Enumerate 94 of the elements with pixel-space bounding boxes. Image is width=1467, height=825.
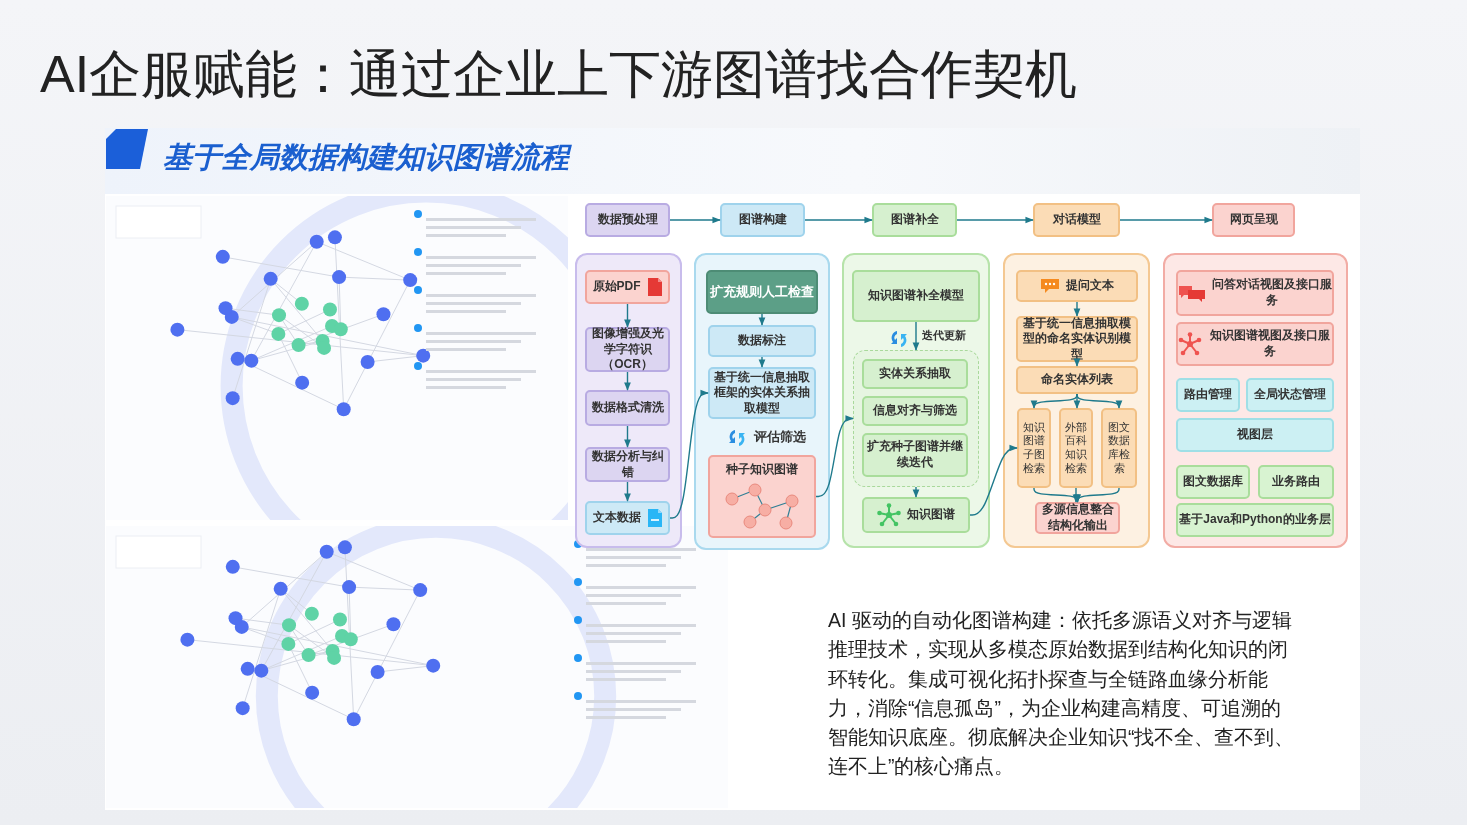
process-box — [706, 270, 818, 314]
process-box — [852, 270, 980, 322]
box-label: 基于Java和Python的业务层 — [1179, 512, 1331, 528]
process-box — [1017, 408, 1051, 488]
arrow — [1119, 216, 1213, 224]
box-label: 提问文本 — [1066, 278, 1114, 294]
box-label: 外部百科知识检索 — [1064, 420, 1088, 476]
box-label: 多源信息整合结构化输出 — [1040, 502, 1115, 534]
process-box — [1176, 465, 1250, 499]
edge-label: 迭代更新 — [922, 328, 966, 343]
arrow — [669, 389, 709, 519]
box-label: 问答对话视图及接口服务 — [1212, 277, 1332, 309]
process-box — [585, 390, 670, 426]
arrow — [1072, 487, 1080, 503]
arrow — [804, 216, 873, 224]
process-box — [1258, 465, 1334, 499]
box-label: 知识图谱 — [907, 507, 955, 523]
arrow — [1074, 487, 1120, 503]
process-box — [862, 433, 968, 477]
box-label: 图文数据库检索 — [1107, 420, 1131, 476]
arrow — [624, 425, 631, 448]
box-label: 知识图谱视图及接口服务 — [1209, 328, 1331, 360]
box-label: 业务路由 — [1272, 474, 1320, 490]
arrow — [912, 486, 920, 498]
panel — [1003, 253, 1150, 548]
process-box — [1059, 408, 1093, 488]
panel — [1163, 253, 1348, 548]
dashed-group — [853, 350, 979, 487]
arrow — [624, 481, 631, 502]
process-box — [1176, 378, 1240, 412]
process-box — [585, 203, 670, 237]
arrow — [815, 415, 854, 498]
arrow — [1076, 393, 1123, 409]
box-label: 图谱构建 — [738, 212, 787, 228]
process-box — [872, 203, 957, 237]
process-box — [1016, 366, 1138, 394]
process-box — [585, 501, 670, 535]
box-label: 视图层 — [1237, 427, 1273, 443]
process-box — [708, 325, 816, 357]
arrow — [758, 356, 766, 368]
process-box — [1033, 203, 1120, 237]
panel — [575, 253, 682, 548]
box-label: 种子知识图谱 — [726, 461, 798, 478]
arrow — [912, 321, 920, 351]
box-label: 数据标注 — [738, 333, 786, 349]
process-box — [1016, 270, 1138, 302]
box-label: 全局状态管理 — [1254, 387, 1326, 403]
box-label: 图像增强及光学字符识（OCR） — [590, 326, 665, 373]
box-label: 数据分析与纠错 — [590, 448, 665, 481]
box-label: 图谱补全 — [890, 212, 939, 228]
process-box — [585, 270, 670, 304]
arrow — [758, 313, 766, 326]
box-label: 知识图谱补全模型 — [868, 288, 964, 304]
box-label: 实体关系抽取 — [879, 366, 951, 382]
box-label: 对话模型 — [1052, 212, 1101, 228]
box-label: 数据格式清洗 — [591, 400, 664, 416]
box-label: 基于统一信息抽取模型的命名实体识别模型 — [1022, 315, 1132, 363]
box-label: 知识图谱子图检索 — [1022, 420, 1046, 476]
box-label: 信息对齐与筛选 — [873, 403, 957, 419]
process-box — [1212, 203, 1295, 237]
arrow — [1073, 358, 1081, 367]
side-note: 评估筛选 — [754, 429, 806, 446]
process-box — [862, 359, 968, 389]
process-box — [1101, 408, 1137, 488]
process-box — [720, 203, 805, 237]
arrow — [669, 216, 721, 224]
process-box — [1176, 418, 1334, 452]
process-box — [1246, 378, 1334, 412]
box-label: 图文数据库 — [1183, 474, 1243, 490]
arrow — [1073, 301, 1081, 317]
box-label: 扩充规则人工检查 — [710, 283, 814, 301]
box-label: 命名实体列表 — [1041, 372, 1113, 388]
description-paragraph: AI 驱动的自动化图谱构建：依托多源语义对齐与逻辑推理技术，实现从多模态原始数据到结构化知识的闭环转化。集成可视化拓扑探查与全链路血缘分析能力，消除“信息孤岛”，为企业构建高精度、可追溯的智能知识底座。彻底解决企业知识“找不全、查不到、连不上”的核心痛点。 — [828, 608, 1296, 780]
box-label: 基于统一信息抽取框架的实体关系抽取模型 — [713, 369, 811, 417]
arrow — [969, 444, 1018, 516]
arrow — [624, 303, 631, 328]
box-label: 原始PDF — [592, 279, 641, 295]
slide-title: AI企服赋能：通过企业上下游图谱找合作契机 — [40, 44, 1078, 105]
box-label: 数据预处理 — [597, 212, 658, 228]
process-box — [862, 396, 968, 426]
arrow — [956, 216, 1034, 224]
process-box — [1176, 322, 1334, 366]
process-box — [862, 497, 970, 533]
panel — [842, 253, 990, 548]
process-box — [1176, 503, 1334, 537]
arrow — [624, 371, 631, 391]
box-label: 文本数据 — [592, 510, 641, 526]
box-label: 扩充种子图谱并继续迭代 — [866, 439, 964, 471]
process-box — [708, 455, 816, 538]
box-label: 路由管理 — [1184, 387, 1232, 403]
arrow — [1073, 393, 1081, 409]
process-box — [1176, 270, 1334, 316]
panel — [694, 253, 830, 550]
box-label: 网页呈现 — [1229, 212, 1278, 228]
